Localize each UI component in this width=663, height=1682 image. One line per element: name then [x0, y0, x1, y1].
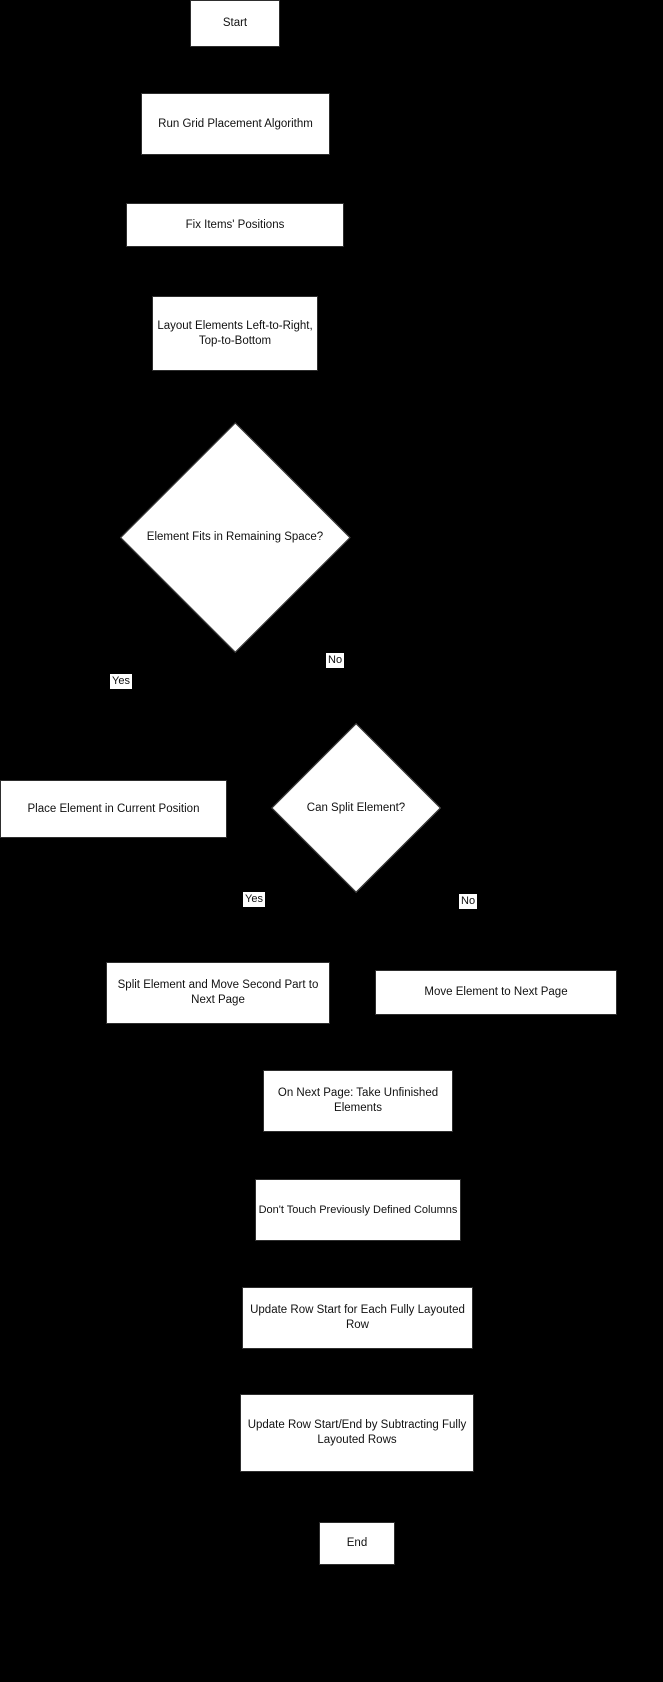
- decision-can-split: Can Split Element?: [270, 722, 441, 893]
- node-split-element: Split Element and Move Second Part to Ne…: [106, 962, 330, 1024]
- decision-can-split-label: Can Split Element?: [306, 802, 406, 814]
- decision-element-fits-label: Element Fits in Remaining Space?: [146, 531, 324, 543]
- node-place-element-label: Place Element in Current Position: [27, 802, 200, 815]
- node-move-element-label: Move Element to Next Page: [424, 986, 568, 999]
- node-fix-items-positions: Fix Items' Positions: [126, 203, 344, 247]
- node-end: End: [319, 1522, 395, 1565]
- node-next-page-unfinished-label: On Next Page: Take Unfinished Elements: [277, 1087, 439, 1114]
- node-start-label: Start: [222, 17, 248, 30]
- node-update-row-start-label: Update Row Start for Each Fully Layouted…: [250, 1304, 465, 1331]
- edge-label-split-yes: Yes: [243, 892, 265, 907]
- node-dont-touch-columns-label: Don't Touch Previously Defined Columns: [258, 1203, 458, 1216]
- node-end-label: End: [346, 1537, 368, 1550]
- edge-label-split-no: No: [459, 894, 478, 909]
- node-dont-touch-columns: Don't Touch Previously Defined Columns: [255, 1179, 461, 1241]
- node-split-element-label: Split Element and Move Second Part to Ne…: [117, 979, 319, 1006]
- edge-label-fits-yes: Yes: [110, 674, 132, 689]
- node-run-grid-placement: Run Grid Placement Algorithm: [141, 93, 330, 155]
- node-place-element: Place Element in Current Position: [0, 780, 227, 838]
- node-fix-items-positions-label: Fix Items' Positions: [185, 218, 285, 231]
- node-layout-elements: Layout Elements Left-to-Right, Top-to-Bo…: [152, 296, 318, 371]
- node-update-row-start-end: Update Row Start/End by Subtracting Full…: [240, 1394, 474, 1472]
- node-layout-elements-label: Layout Elements Left-to-Right, Top-to-Bo…: [157, 319, 313, 347]
- node-update-row-start-end-label: Update Row Start/End by Subtracting Full…: [247, 1419, 467, 1446]
- decision-element-fits: Element Fits in Remaining Space?: [119, 421, 350, 652]
- node-next-page-unfinished: On Next Page: Take Unfinished Elements: [263, 1070, 453, 1132]
- node-move-element: Move Element to Next Page: [375, 970, 617, 1015]
- node-run-grid-placement-label: Run Grid Placement Algorithm: [158, 117, 313, 130]
- node-update-row-start: Update Row Start for Each Fully Layouted…: [242, 1287, 473, 1349]
- node-start: Start: [190, 0, 280, 47]
- edge-label-fits-no: No: [326, 653, 345, 668]
